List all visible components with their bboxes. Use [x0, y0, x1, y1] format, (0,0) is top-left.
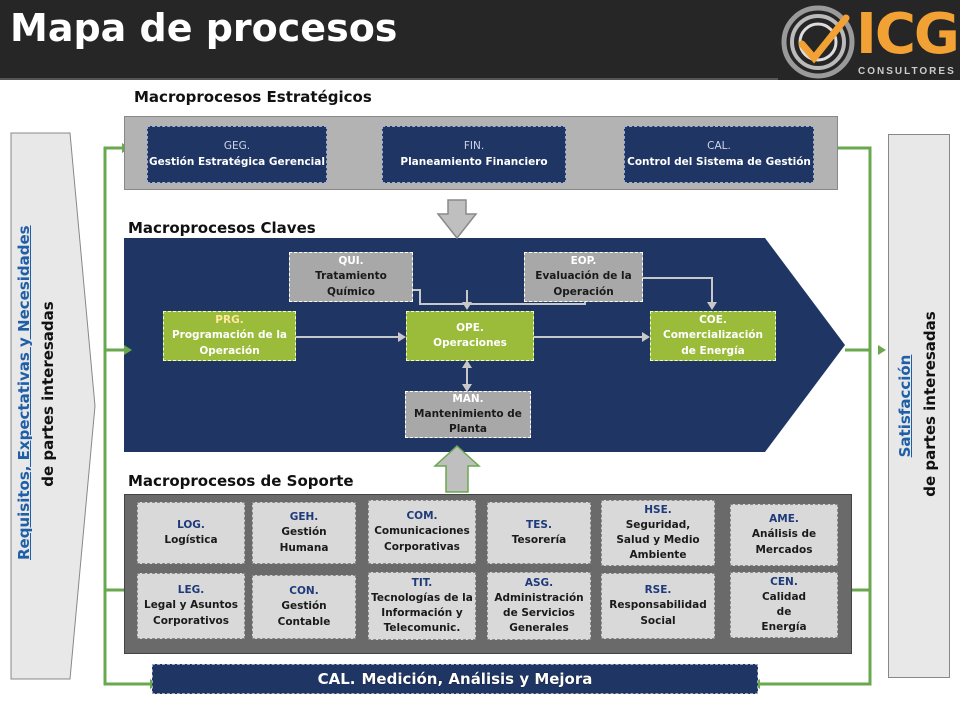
process-code: EOP.: [570, 255, 597, 268]
support-box-tit[interactable]: TIT. Tecnologías de la Información y Tel…: [368, 572, 476, 640]
requirements-arrow-shape: [10, 132, 96, 680]
company-logo: ICG CONSULTORES: [778, 2, 960, 80]
process-code: PRG.: [215, 314, 244, 327]
process-label: Comercialización de Energía: [663, 329, 763, 357]
process-label: Tesorería: [511, 534, 567, 546]
strategic-heading: Macroprocesos Estratégicos: [134, 88, 372, 106]
support-box-ame[interactable]: AME. Análisis de Mercados: [730, 504, 838, 566]
logo-subtitle: CONSULTORES: [858, 66, 956, 77]
process-code: CAL.: [707, 140, 731, 153]
process-code: TIT.: [411, 576, 433, 589]
strategic-box-geg[interactable]: GEG. Gestión Estratégica Gerencial: [147, 126, 327, 183]
satisfaction-panel: [888, 134, 950, 678]
process-label: Seguridad, Salud y Medio Ambiente: [616, 518, 700, 562]
process-code: FIN.: [463, 140, 485, 153]
support-box-rse[interactable]: RSE. Responsabilidad Social: [601, 573, 715, 639]
process-code: TES.: [526, 518, 552, 531]
process-code: ASG.: [524, 576, 554, 589]
process-label: Análisis de Mercados: [751, 528, 817, 556]
process-label: Operaciones: [433, 337, 507, 349]
process-label: Calidad de Energía: [761, 590, 807, 634]
process-code: RSE.: [644, 584, 672, 597]
support-box-hse[interactable]: HSE. Seguridad, Salud y Medio Ambiente: [601, 500, 715, 566]
satisfaction-label: Satisfacción: [896, 354, 914, 458]
process-label: Mantenimiento de Planta: [414, 407, 522, 436]
process-label: Comunicaciones Corporativas: [374, 525, 470, 553]
process-code: COE.: [699, 314, 727, 327]
process-label: Control del Sistema de Gestión: [627, 155, 811, 168]
strategic-box-fin[interactable]: FIN. Planeamiento Financiero: [382, 126, 566, 183]
support-box-com[interactable]: COM. Comunicaciones Corporativas: [368, 500, 476, 564]
process-label: Tratamiento Químico: [315, 270, 387, 298]
requirements-sublabel: de partes interesadas: [39, 301, 57, 487]
page-title: Mapa de procesos: [10, 6, 398, 50]
measurement-label: Medición, Análisis y Mejora: [361, 670, 593, 688]
process-label: Gestión Humana: [279, 526, 329, 554]
process-code: GEG.: [223, 140, 251, 153]
measurement-code: CAL.: [317, 670, 356, 688]
logo-emblem-icon: [781, 5, 855, 79]
requirements-panel: [10, 132, 96, 680]
process-label: Responsabilidad Social: [609, 599, 707, 627]
support-box-geh[interactable]: GEH. Gestión Humana: [252, 502, 356, 564]
key-heading: Macroprocesos Claves: [128, 219, 316, 237]
support-box-log[interactable]: LOG. Logística: [137, 502, 245, 564]
support-box-tes[interactable]: TES. Tesorería: [487, 502, 591, 564]
feedback-loop-lines: [103, 146, 872, 686]
title-bar: Mapa de procesos ICG CONSULTORES: [0, 0, 960, 80]
key-box-man[interactable]: MAN. Mantenimiento de Planta: [405, 391, 531, 438]
process-code: OPE.: [456, 321, 484, 334]
process-label: Tecnologías de la Información y Telecomu…: [371, 591, 473, 635]
key-box-prg[interactable]: PRG. Programación de la Operación: [163, 311, 296, 361]
process-code: AME.: [769, 513, 799, 526]
support-box-cen[interactable]: CEN. Calidad de Energía: [730, 572, 838, 638]
process-code: LOG.: [177, 518, 205, 531]
process-label: Administración de Servicios Generales: [494, 591, 584, 635]
process-label: Logística: [164, 534, 218, 546]
process-code: QUI.: [338, 255, 364, 268]
process-code: GEH.: [289, 511, 319, 524]
support-heading: Macroprocesos de Soporte: [128, 472, 354, 490]
process-label: Programación de la Operación: [171, 329, 288, 357]
process-code: CEN.: [770, 575, 798, 588]
measurement-bar[interactable]: CAL. Medición, Análisis y Mejora: [152, 664, 758, 694]
down-arrow-icon: [436, 199, 478, 240]
process-code: MAN.: [452, 392, 484, 405]
process-label: Legal y Asuntos Corporativos: [144, 599, 238, 627]
process-label: Gestión Contable: [277, 600, 331, 628]
process-code: HSE.: [644, 503, 672, 516]
key-box-coe[interactable]: COE. Comercialización de Energía: [650, 311, 776, 361]
process-code: LEG.: [177, 584, 205, 597]
process-code: COM.: [406, 510, 438, 523]
support-box-con[interactable]: CON. Gestión Contable: [252, 575, 356, 639]
process-code: CON.: [289, 585, 319, 598]
key-box-eop[interactable]: EOP. Evaluación de la Operación: [524, 252, 643, 302]
key-box-qui[interactable]: QUI. Tratamiento Químico: [289, 252, 413, 302]
process-label: Evaluación de la Operación: [535, 270, 632, 298]
up-arrow-icon: [433, 444, 481, 493]
requirements-label: Requisitos, Expectativas y Necesidades: [15, 225, 33, 560]
process-label: Planeamiento Financiero: [400, 155, 548, 168]
support-box-leg[interactable]: LEG. Legal y Asuntos Corporativos: [137, 573, 245, 639]
key-box-ope[interactable]: OPE. Operaciones: [406, 311, 534, 361]
strategic-box-cal[interactable]: CAL. Control del Sistema de Gestión: [624, 126, 814, 183]
support-box-asg[interactable]: ASG. Administración de Servicios General…: [487, 572, 591, 640]
logo-wordmark: ICG: [856, 2, 960, 67]
process-label: Gestión Estratégica Gerencial: [149, 155, 325, 168]
satisfaction-sublabel: de partes interesadas: [921, 311, 939, 497]
